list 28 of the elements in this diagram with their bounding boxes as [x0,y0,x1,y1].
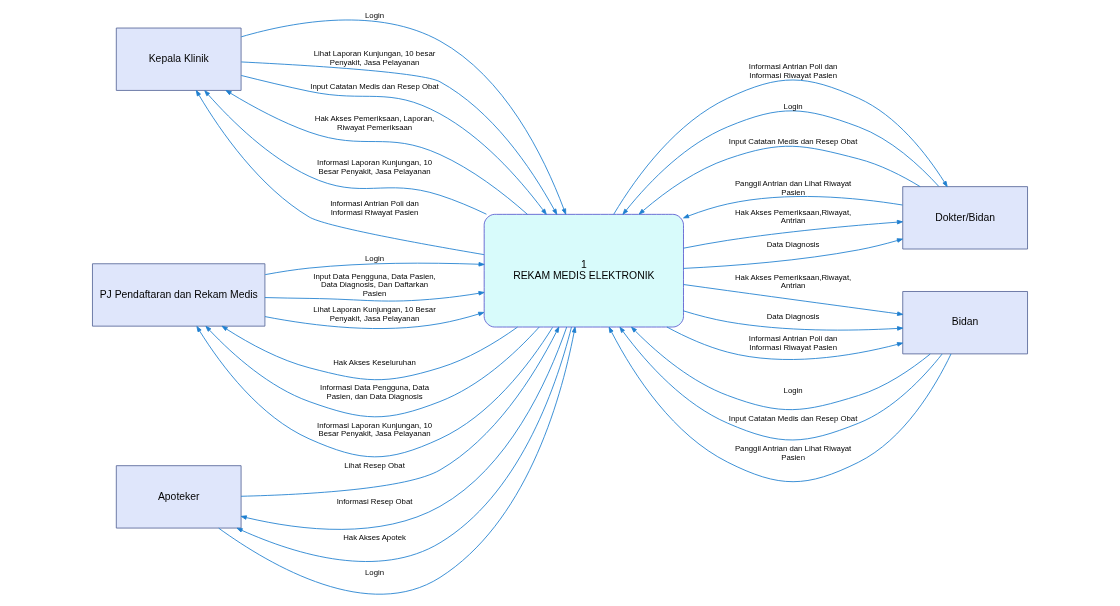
edge-label: Hak Akses Keseluruhan [333,358,416,368]
edge-label: Data Diagnosis [766,240,820,250]
edge-label: Informasi Laporan Kunjungan, 10 Besar Penyakit, Jasa Pelayanan [317,420,433,439]
edge-label: Informasi Data Pengguna, Data Pasien, dan Data Diagnosis [320,383,430,402]
edge-label: Panggil Antrian dan Lihat Riwayat Pasien [734,444,852,462]
edge-label: Panggil Antrian dan Lihat Riwayat Pasien [734,178,852,197]
edge-label: Hak Akses Apotek [343,533,406,543]
edge-label: Informasi Antrian Poli dan Informasi Riwayat Pasien [748,61,838,80]
edge-label: Informasi Resep Obat [336,496,413,506]
edge-label: Login [365,568,385,578]
edge-label: Login [365,254,385,264]
edge-label: Hak Akses Pemeriksaan,Riwayat, Antrian [734,207,852,226]
edge-label: Data Diagnosis [766,312,820,322]
edge-label: Lihat Laporan Kunjungan, 10 Besar Penyakit, Jasa Pelayanan [313,305,436,324]
edge-label: Lihat Laporan Kunjungan, 10 besar Penyakit, Jasa Pelayanan [313,48,436,67]
edge-label: Lihat Resep Obat [344,460,405,470]
edge-label: Login [783,101,803,111]
edge-label: Login [365,10,385,20]
edge-label: Hak Akses Pemeriksaan,Riwayat, Antrian [734,272,852,291]
edge-label: Input Catatan Medis dan Resep Obat [728,413,858,423]
edge-label: Login [783,386,803,396]
edge-label: Input Data Pengguna, Data Pasien, Data Diagnosis, Dan Daftarkan Pasien [313,271,436,298]
edge-label: Informasi Antrian Poli dan Informasi Riwayat Pasien [330,198,419,217]
edge-label: Input Catatan Medis dan Resep Obat [310,81,439,91]
edge-label: Input Catatan Medis dan Resep Obat [728,137,858,147]
edge-label: Informasi Antrian Poli dan Informasi Riwayat Pasien [748,334,838,352]
edge-label: Hak Akses Pemeriksaan, Laporan, Riwayat Pemeriksaan [314,113,435,132]
edge-label: Informasi Laporan Kunjungan, 10 Besar Penyakit, Jasa Pelayanan [317,158,433,176]
